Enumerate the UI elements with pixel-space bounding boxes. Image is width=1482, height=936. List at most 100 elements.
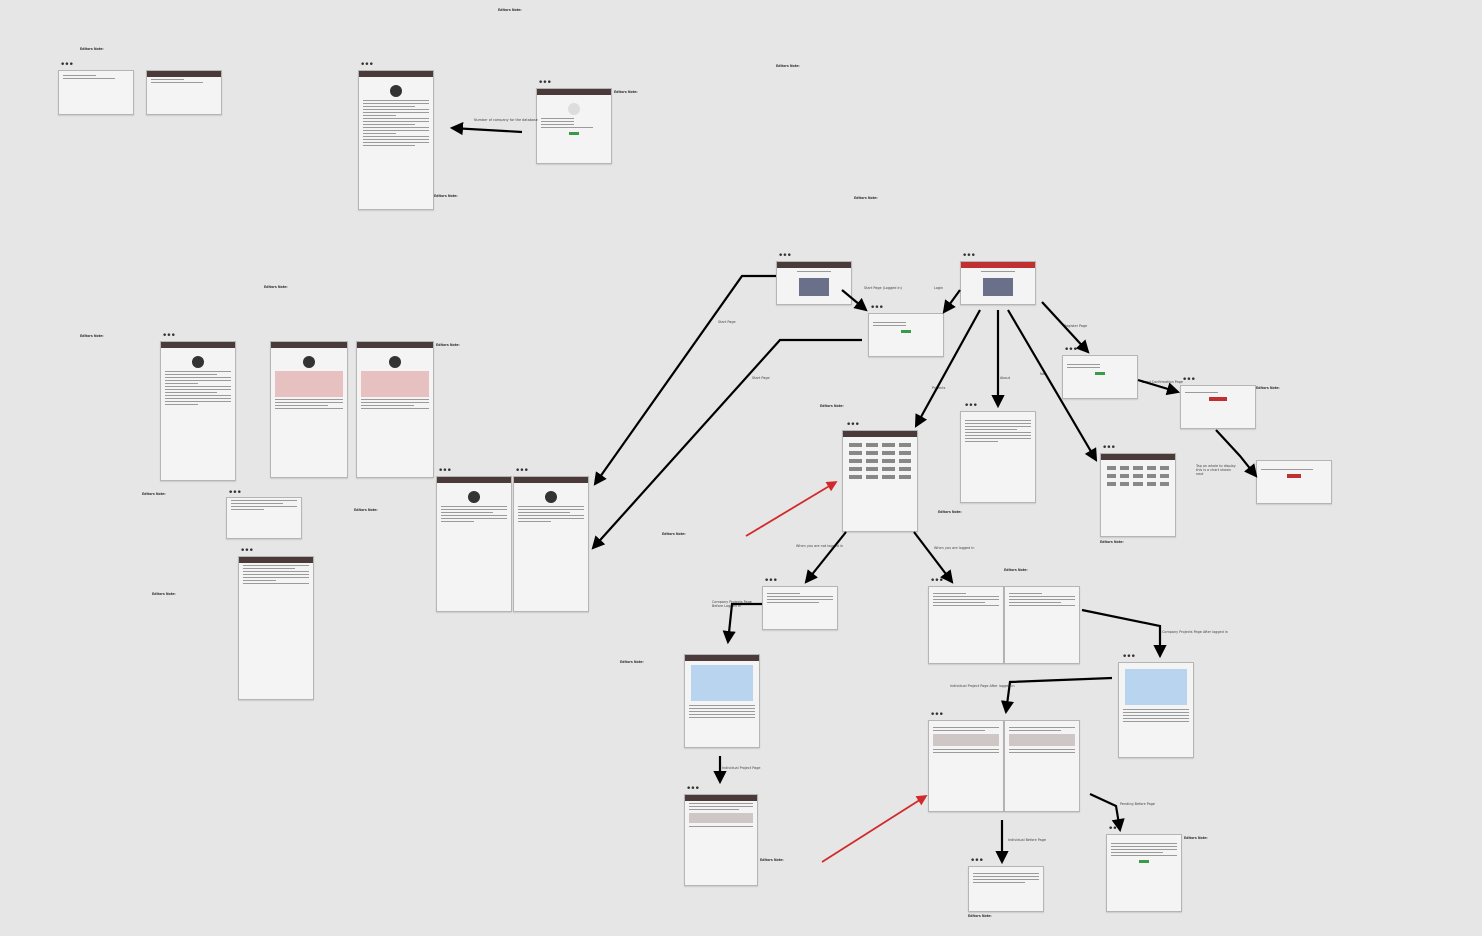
frame-menu-icon[interactable]: ••• — [515, 466, 529, 476]
red-arrow-highlight-grid — [745, 481, 838, 537]
frame-menu-icon[interactable]: ••• — [764, 576, 778, 586]
frame-forum[interactable] — [238, 556, 314, 700]
frame-project-map[interactable] — [684, 654, 760, 748]
edge-label: Tap on whole to display this is a chart … — [1196, 464, 1236, 476]
editors-note: Editors Note: — [498, 8, 522, 12]
edge-label: About — [1000, 376, 1011, 380]
editors-note: Editors Note: — [1100, 540, 1124, 544]
arrow-map-to-individual — [1000, 676, 1113, 715]
frame-menu-icon[interactable]: ••• — [1102, 443, 1116, 453]
edge-label: Company Projects Page Before Logged in — [712, 600, 752, 608]
frame-companies-grid[interactable] — [842, 430, 918, 532]
frame-menu-icon[interactable]: ••• — [1064, 345, 1078, 355]
frame-placeholder-page[interactable] — [58, 70, 134, 115]
frame-company-projects-after-2[interactable] — [1004, 586, 1080, 664]
frame-user-profile[interactable] — [160, 341, 236, 481]
edge-label: Start Page — [752, 376, 770, 380]
frame-header-page[interactable] — [146, 70, 222, 115]
arrow-projects-to-after — [913, 531, 954, 584]
arrow-before-to-map — [722, 602, 762, 645]
frame-menu-icon[interactable]: ••• — [228, 488, 242, 498]
edge-label: Register Page — [1064, 324, 1088, 328]
edge-label: Nav — [1040, 372, 1047, 376]
frame-menu-icon[interactable]: ••• — [162, 331, 176, 341]
edge-label: When you are logged in — [934, 546, 975, 550]
frame-confirmation-result[interactable] — [1256, 460, 1332, 504]
frame-add-company-form[interactable] — [536, 88, 612, 164]
frame-company-profile[interactable] — [358, 70, 434, 210]
arrow-company-form-to-profile — [449, 122, 523, 136]
frame-menu-icon[interactable]: ••• — [686, 784, 700, 794]
frame-menu-icon[interactable]: ••• — [870, 303, 884, 313]
frame-menu-icon[interactable]: ••• — [240, 546, 254, 556]
editors-note: Editors Note: — [142, 492, 166, 496]
frame-bond-confirmation[interactable] — [1180, 385, 1256, 429]
frame-project-map-after[interactable] — [1118, 662, 1194, 758]
editors-note: Editors Note: — [1184, 836, 1208, 840]
editors-note: Editors Note: — [968, 914, 992, 918]
editors-note: Editors Note: — [354, 508, 378, 512]
frame-user-page-b[interactable] — [513, 476, 589, 612]
frame-menu-icon[interactable]: ••• — [964, 401, 978, 411]
frame-menu-icon[interactable]: ••• — [930, 576, 944, 586]
frame-start-page[interactable] — [776, 261, 852, 305]
frame-company-projects-after[interactable] — [928, 586, 1004, 664]
frame-menu-icon[interactable]: ••• — [970, 856, 984, 866]
editors-note: Editors Note: — [80, 47, 104, 51]
editors-note: Editors Note: — [620, 660, 644, 664]
frame-about[interactable] — [960, 411, 1036, 503]
editors-note: Editors Note: — [614, 90, 638, 94]
edge-label: Individual Project Page — [722, 766, 761, 770]
editors-note: Editors Note: — [1256, 386, 1280, 390]
frame-register[interactable] — [1062, 355, 1138, 399]
frame-company-projects-before[interactable] — [762, 586, 838, 630]
frame-nav-partners[interactable] — [1100, 453, 1176, 537]
frame-individual-project-after[interactable] — [928, 720, 1004, 812]
frame-menu-icon[interactable]: ••• — [1108, 824, 1122, 834]
frame-user-page-a[interactable] — [436, 476, 512, 612]
frame-profile-edit-b[interactable] — [356, 341, 434, 478]
frame-menu-icon[interactable]: ••• — [778, 251, 792, 261]
frame-start-page-logged-in[interactable] — [960, 261, 1036, 305]
arrow-start-to-profile — [593, 274, 776, 486]
editors-note: Editors Note: — [152, 592, 176, 596]
frame-menu-icon[interactable]: ••• — [962, 251, 976, 261]
edge-label: Company Projects Page After logged in — [1162, 630, 1228, 634]
arrow-start-logged-to-login — [942, 289, 961, 314]
frame-menu-icon[interactable]: ••• — [438, 466, 452, 476]
frame-menu-icon[interactable]: ••• — [1122, 652, 1136, 662]
editors-note: Editors Note: — [760, 858, 784, 862]
editors-note: Editors Note: — [434, 194, 458, 198]
edge-label: Start Page (Logged in) — [864, 286, 902, 290]
frame-menu-icon[interactable]: ••• — [846, 420, 860, 430]
edge-label: Pending Before Page — [1120, 802, 1156, 806]
frame-pending-before[interactable] — [1106, 834, 1182, 912]
editors-note: Editors Note: — [662, 532, 686, 536]
frame-menu-icon[interactable]: ••• — [60, 60, 74, 70]
frame-individual-project-after-2[interactable] — [1004, 720, 1080, 812]
editors-note: Editors Note: — [1004, 568, 1028, 572]
frame-menu-icon[interactable]: ••• — [1182, 375, 1196, 385]
editors-note: Editors Note: — [80, 334, 104, 338]
frame-profile-edit-a[interactable] — [270, 341, 348, 478]
frame-individual-project[interactable] — [684, 794, 758, 886]
frame-messaging[interactable] — [226, 497, 302, 539]
edge-label: Login — [934, 286, 944, 290]
arrow-login-to-user-page — [591, 338, 862, 550]
red-arrow-highlight-individual — [821, 795, 928, 863]
frame-login[interactable] — [868, 313, 944, 357]
editors-note: Editors Note: — [854, 196, 878, 200]
arrow-after-to-map — [1081, 608, 1167, 659]
frame-menu-icon[interactable]: ••• — [360, 60, 374, 70]
frame-menu-icon[interactable]: ••• — [538, 78, 552, 88]
edge-label: Start Page — [718, 320, 736, 324]
frame-individual-before[interactable] — [968, 866, 1044, 912]
editors-note: Editors Note: — [938, 510, 962, 514]
editors-note: Editors Note: — [436, 343, 460, 347]
edge-label: Bond Confirmation Page — [1142, 380, 1184, 384]
edge-label: Number of company for the database — [474, 118, 538, 122]
edge-label: Projects — [932, 386, 946, 390]
frame-menu-icon[interactable]: ••• — [930, 710, 944, 720]
editors-note: Editors Note: — [776, 64, 800, 68]
